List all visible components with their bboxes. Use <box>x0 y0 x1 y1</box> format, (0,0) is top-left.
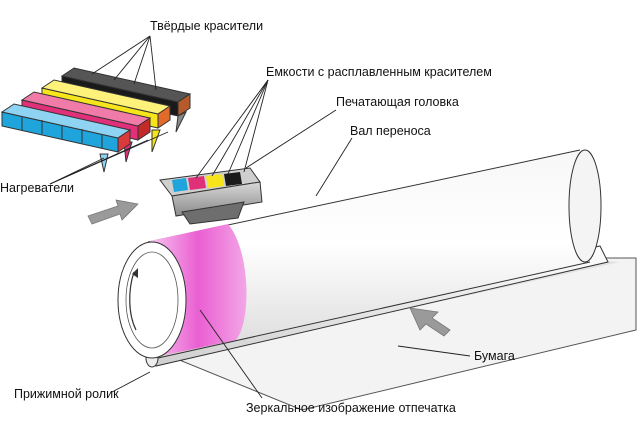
label-solid-inks: Твёрдые красители <box>150 19 263 33</box>
label-molten-reservoirs: Емкости с расплавленным красителем <box>266 65 492 79</box>
rotation-arrow-icon <box>129 271 137 331</box>
label-pressure-roller: Прижимной ролик <box>14 387 119 401</box>
transfer-drum <box>117 149 602 359</box>
solid-ink-sticks <box>0 67 192 173</box>
arrow-paper-feed-icon <box>409 307 451 337</box>
label-paper: Бумага <box>474 349 515 363</box>
label-mirror-image: Зеркальное изображение отпечатка <box>246 401 456 415</box>
reservoir-cyan <box>172 178 188 192</box>
reservoir-magenta <box>188 176 206 190</box>
label-transfer-drum: Вал переноса <box>350 124 431 138</box>
print-head <box>159 167 263 225</box>
arrow-left-icon <box>87 199 139 225</box>
label-print-head: Печатающая головка <box>336 95 459 109</box>
reservoir-yellow <box>206 174 224 188</box>
drum-end-face <box>117 241 187 359</box>
reservoir-black <box>224 172 242 186</box>
label-heaters: Нагреватели <box>0 181 74 195</box>
leader-lines <box>49 35 471 399</box>
